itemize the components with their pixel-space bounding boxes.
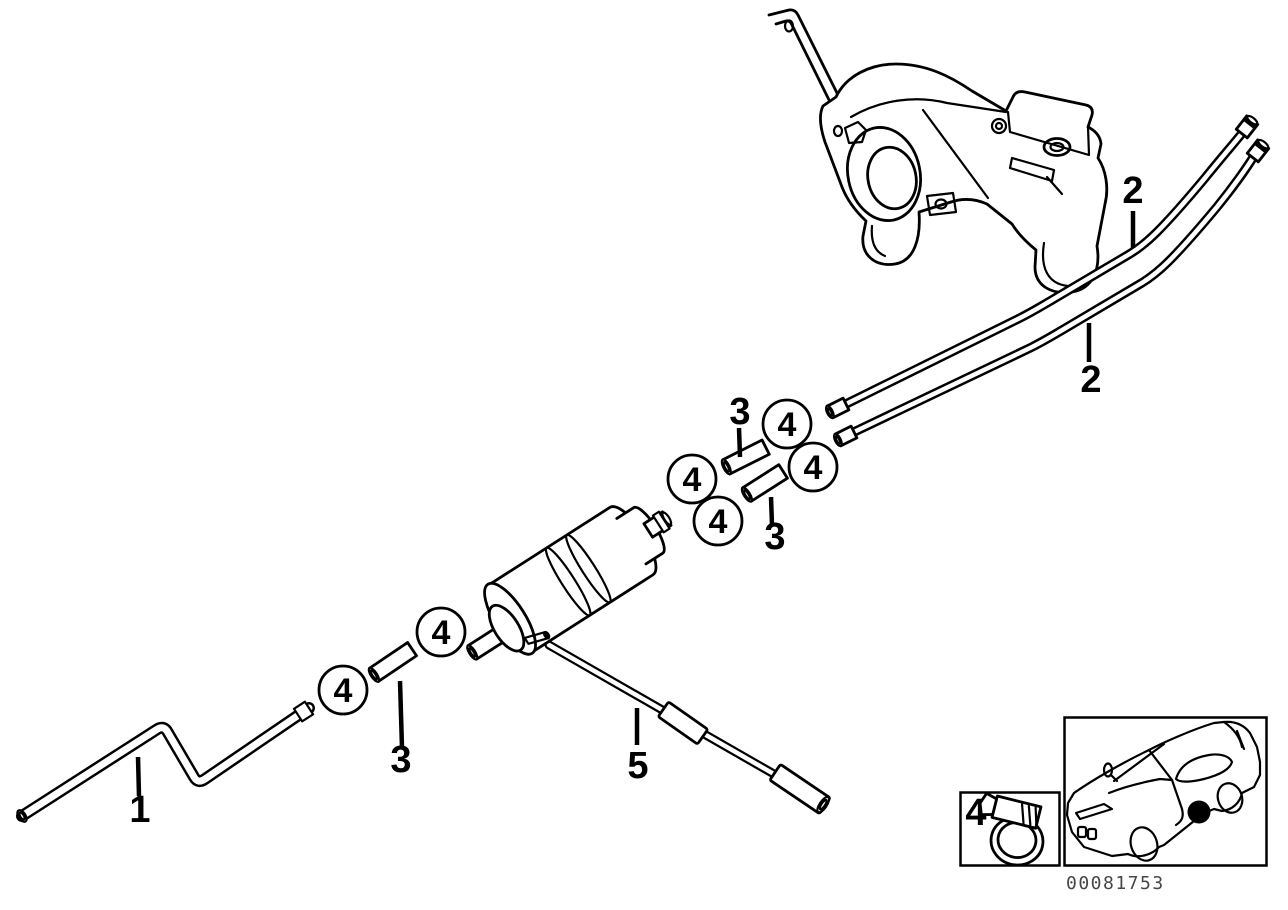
callout-clamp-1[interactable]: 4 <box>317 664 369 716</box>
filter-outlet-nozzle <box>615 505 673 566</box>
filter-end-cap <box>483 581 551 656</box>
legend-clamp-box[interactable]: 4 <box>959 791 1061 868</box>
line-end-fitting <box>1245 138 1271 164</box>
car-location-icon <box>1065 720 1262 862</box>
callout-label[interactable]: 4 <box>778 406 797 444</box>
callout-label[interactable]: 3 <box>729 391 750 433</box>
callout-label[interactable]: 4 <box>804 449 823 487</box>
callout-label[interactable]: 3 <box>764 516 785 558</box>
callout-clamp-6[interactable]: 4 <box>787 441 839 493</box>
callout-clamp-4[interactable]: 4 <box>692 495 744 547</box>
callout-clamp-3[interactable]: 4 <box>666 453 718 505</box>
line-end-fitting <box>832 424 859 448</box>
callout-label[interactable]: 5 <box>627 745 648 787</box>
pipe5-sleeve <box>657 701 709 745</box>
callout-line2-upper[interactable]: 2 <box>1122 170 1144 248</box>
pipe1-end-collar <box>292 700 315 723</box>
callout-label[interactable]: 4 <box>709 503 728 541</box>
tank-pump-opening <box>832 120 922 222</box>
fuel-pipe-5-drawing <box>544 640 831 815</box>
line-end-fitting <box>1234 114 1260 140</box>
callout-label[interactable]: 4 <box>432 614 451 652</box>
callout-label[interactable]: 4 <box>334 672 353 710</box>
callout-hose3-bottom-left[interactable]: 3 <box>390 680 412 781</box>
tank-mount-tab <box>925 191 958 217</box>
callout-hose3-top[interactable]: 3 <box>729 391 751 458</box>
callout-label[interactable]: 4 <box>683 461 702 499</box>
tank-body <box>819 62 1109 294</box>
location-dot <box>1187 800 1211 824</box>
car-location-box[interactable] <box>1063 716 1268 867</box>
callout-clamp-2[interactable]: 4 <box>415 606 467 658</box>
callout-pipe5[interactable]: 5 <box>627 708 649 787</box>
fuel-tank-drawing <box>767 8 1109 294</box>
tank-filler-platform <box>990 110 1091 196</box>
connecting-hose-mid <box>740 463 789 503</box>
callout-label[interactable]: 2 <box>1080 359 1101 401</box>
line-end-fitting <box>824 396 851 420</box>
fuel-filter-drawing <box>466 505 673 661</box>
connecting-hose-bottom-left <box>367 641 418 683</box>
connecting-hose-top <box>720 438 771 476</box>
callout-hose3-mid[interactable]: 3 <box>764 496 786 558</box>
fuel-line-upper <box>824 114 1260 420</box>
callout-pipe1[interactable]: 1 <box>129 756 151 831</box>
image-code: 00081753 <box>1066 873 1165 894</box>
pipe5-end-sleeve <box>769 763 831 815</box>
callout-label[interactable]: 1 <box>129 789 150 831</box>
callout-line2-lower[interactable]: 2 <box>1080 323 1102 401</box>
fuel-line-lower <box>832 138 1271 448</box>
tank-bracket <box>767 8 841 106</box>
hose-clamp-icon <box>978 791 1045 867</box>
callout-clamp-5[interactable]: 4 <box>761 398 813 450</box>
callout-label[interactable]: 3 <box>390 739 411 781</box>
callout-label[interactable]: 2 <box>1122 170 1143 212</box>
fuel-pipe-1-drawing <box>16 700 315 823</box>
